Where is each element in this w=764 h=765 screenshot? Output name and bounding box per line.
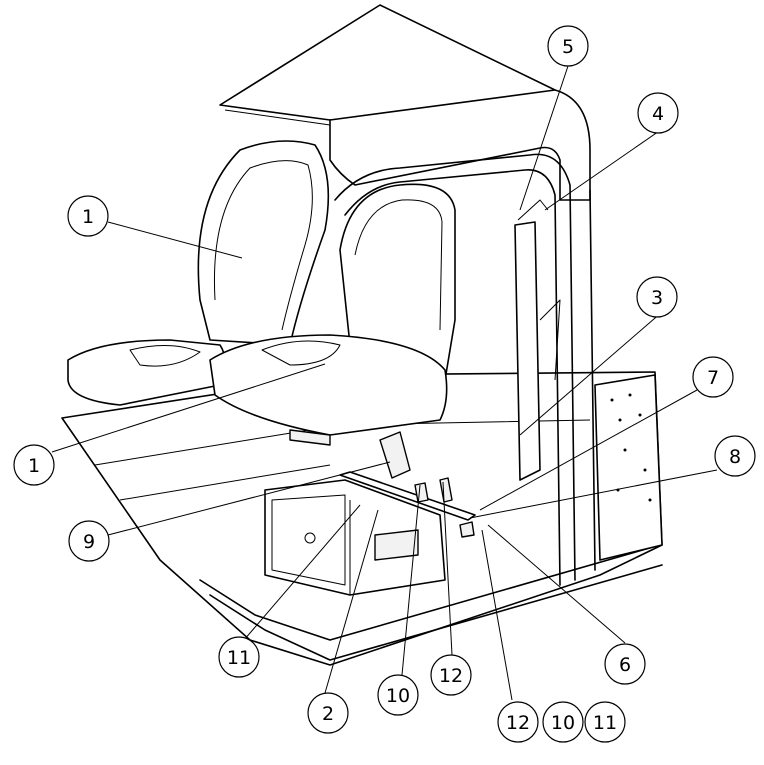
svg-text:12: 12 (506, 712, 530, 734)
svg-text:10: 10 (386, 685, 410, 707)
svg-text:1: 1 (28, 455, 40, 477)
callout-9: 9 (68, 520, 110, 562)
leader-lines (51, 65, 718, 701)
svg-text:5: 5 (562, 36, 574, 58)
seat-left (67, 140, 330, 406)
callout-5: 5 (547, 25, 589, 67)
svg-text:1: 1 (82, 206, 94, 228)
mounting-bracket (339, 431, 476, 538)
callout-10-left: 10 (377, 674, 419, 716)
callout-11-left: 11 (218, 636, 260, 678)
svg-text:11: 11 (227, 647, 251, 669)
callout-8: 8 (714, 435, 756, 477)
svg-text:3: 3 (651, 287, 663, 309)
battery-box (264, 479, 446, 596)
seat-right (209, 183, 456, 446)
svg-text:9: 9 (83, 531, 95, 553)
callout-10-right: 10 (542, 701, 584, 743)
callout-12-left: 12 (430, 654, 472, 696)
callout-12-right: 12 (497, 701, 539, 743)
callout-6: 6 (604, 643, 646, 685)
svg-text:2: 2 (322, 703, 334, 725)
svg-text:12: 12 (439, 665, 463, 687)
canopy (219, 4, 591, 201)
svg-text:11: 11 (593, 712, 617, 734)
svg-text:8: 8 (729, 446, 741, 468)
callout-1-seat-left: 1 (67, 195, 109, 237)
side-bulkhead (594, 374, 663, 561)
callout-4: 4 (637, 92, 679, 134)
callout-3: 3 (636, 276, 678, 318)
callout-11-right: 11 (584, 701, 626, 743)
roll-bar-frame (334, 153, 596, 586)
svg-text:6: 6 (619, 654, 631, 676)
seat-belt (514, 199, 561, 481)
callout-7: 7 (692, 356, 734, 398)
callout-2: 2 (307, 692, 349, 734)
svg-text:10: 10 (551, 712, 575, 734)
callout-1-seat-right: 1 (13, 444, 55, 486)
svg-text:7: 7 (707, 367, 719, 389)
svg-text:4: 4 (652, 103, 664, 125)
